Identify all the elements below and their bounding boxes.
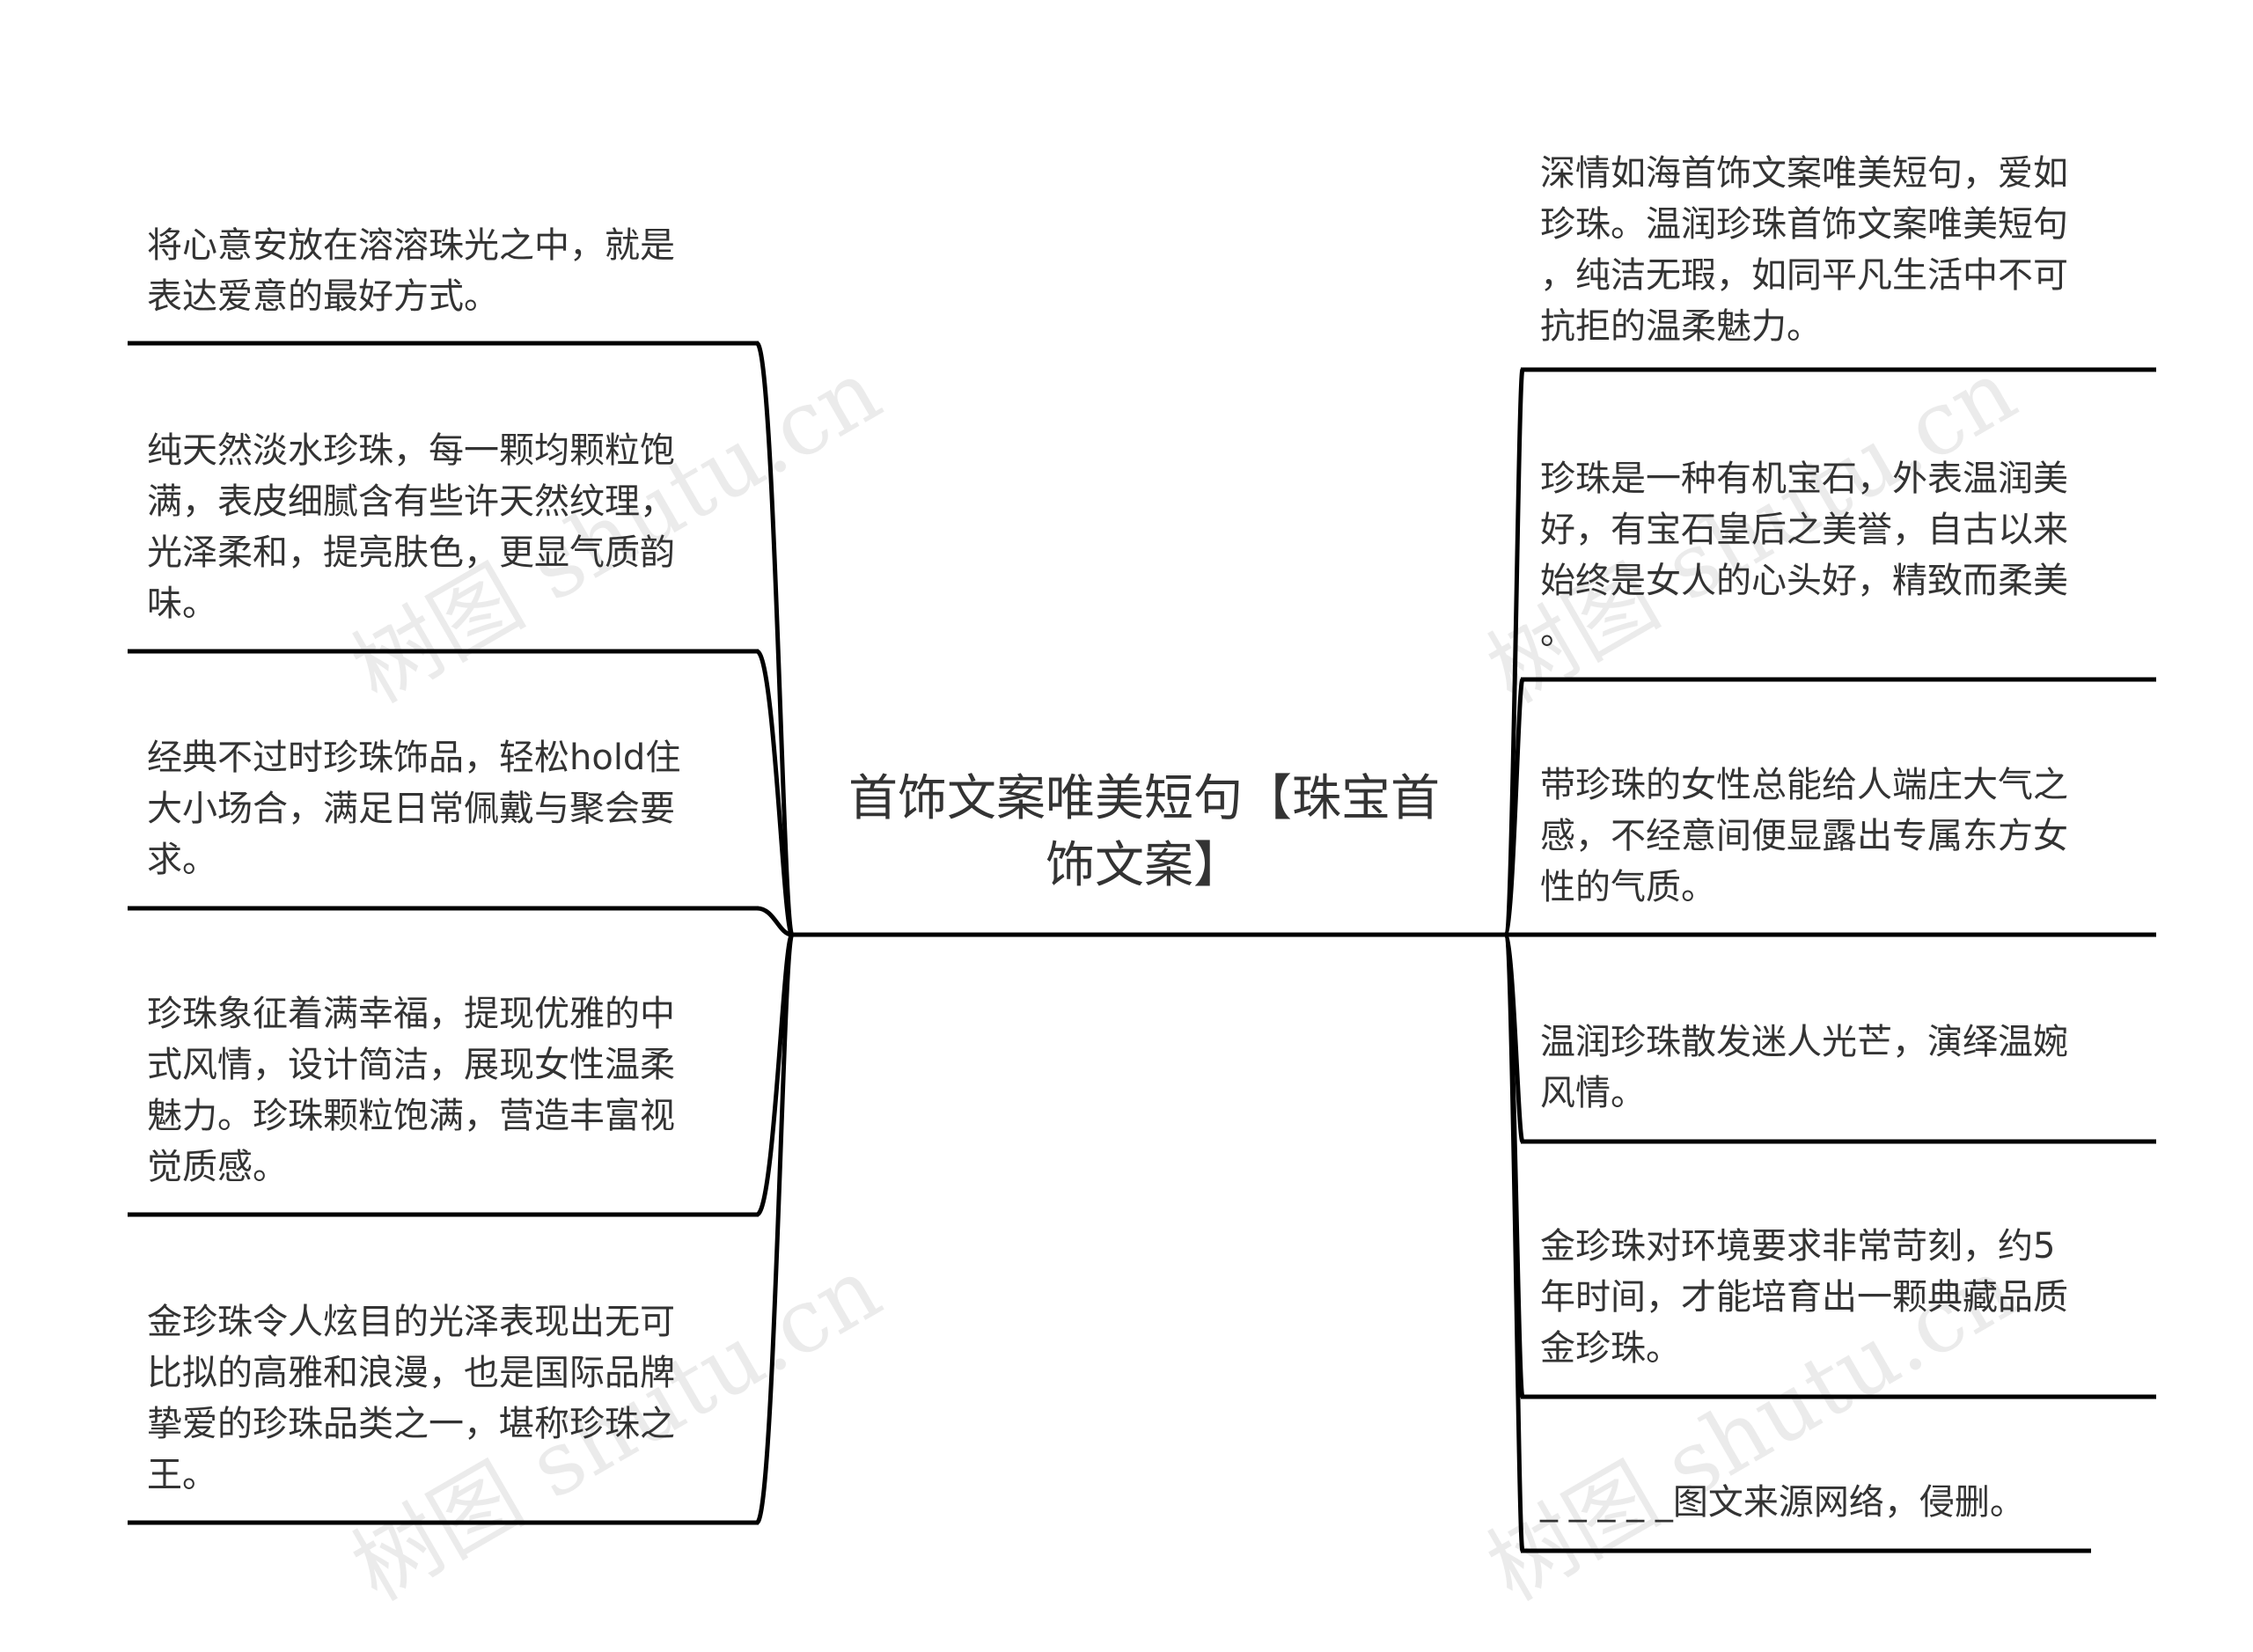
left-node-5[interactable]: 金珍珠令人炫目的光泽表现出无可 比拟的高雅和浪漫，也是国际品牌 挚爱的珍珠品类之… <box>147 1302 675 1495</box>
left-branch-5 <box>754 932 795 1525</box>
left-branch-3 <box>756 906 793 937</box>
root-topic[interactable]: 首饰文案唯美短句【珠宝首饰文案】 <box>845 766 1443 899</box>
left-node-1[interactable]: 将心意安放在溶溶珠光之中，就是 表达爱意的最好方式。 <box>147 225 675 317</box>
right-node-3[interactable]: 带珍珠的女性总能给人端庄大气之 感，不经意间便显露出专属东方女 性的气质。 <box>1540 765 2068 907</box>
right-node-1[interactable]: 深情如海首饰文案唯美短句，爱如 珍珠。温润珍珠首饰文案唯美短句 ，纯洁无瑕，如同… <box>1540 153 2068 347</box>
right-node-5[interactable]: 金珍珠对环境要求非常苛刻，约5 年时间，才能培育出一颗典藏品质 金珍珠。 <box>1540 1226 2068 1369</box>
right-node-4[interactable]: 温润珍珠散发迷人光芒，演绎温婉 风情。 <box>1540 1022 2068 1113</box>
right-branch-6 <box>1502 932 1525 1553</box>
left-node-2[interactable]: 纯天然淡水珍珠，每一颗均颗粒饱 满，表皮细腻含有些许天然纹理， 光泽柔和，提亮肤… <box>147 430 675 624</box>
left-node-3[interactable]: 经典不过时珍珠饰品，轻松hold住 大小场合，满足日常佩戴与聚会要 求。 <box>147 738 681 880</box>
root-topic-label: 首饰文案唯美短句【珠宝首饰文案】 <box>848 770 1440 894</box>
left-node-4[interactable]: 珍珠象征着满幸福，提现优雅的中 式风情，设计简洁，展现女性温柔 魅力。珍珠颗粒饱… <box>147 994 675 1187</box>
right-node-2[interactable]: 珍珠是一种有机宝石，外表温润美 好，有宝石皇后之美誉，自古以来 始终是女人的心头… <box>1540 459 2068 652</box>
right-node-6[interactable]: _ _ _ _ _图文来源网络，侵删。 <box>1540 1482 2025 1523</box>
right-branch-2 <box>1502 677 1525 937</box>
left-branch-2 <box>754 649 795 937</box>
